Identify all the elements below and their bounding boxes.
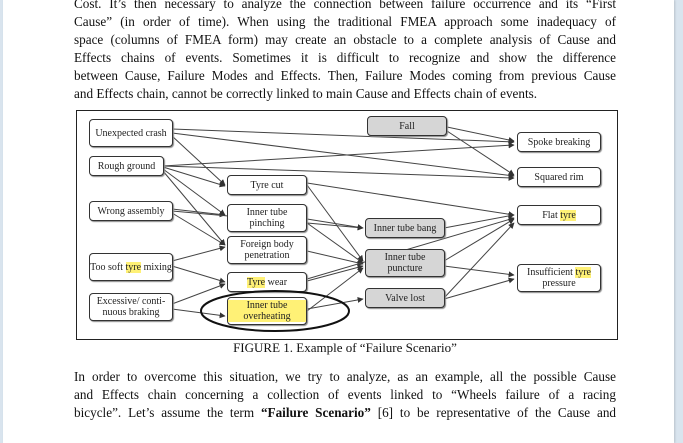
- text-line: In order to overcome this situation, we …: [74, 369, 616, 384]
- node-excessive-braking: Excessive/ conti- nuous braking: [89, 293, 173, 321]
- node-spoke-breaking: Spoke breaking: [517, 132, 601, 152]
- text-line: bicycle”. Let’s assume the term “Failure…: [74, 405, 617, 420]
- figure-caption: FIGURE 1. Example of “Failure Scenario”: [233, 340, 457, 355]
- node-squared-rim: Squared rim: [517, 167, 601, 187]
- node-rough-ground: Rough ground: [89, 156, 164, 176]
- node-valve-lost: Valve lost: [365, 288, 445, 308]
- node-unexpected-crash: Unexpected crash: [89, 119, 173, 147]
- text-line: Cost. It’s then necessary to analyze the…: [74, 0, 616, 11]
- text-line: Cause” (in order of time). When using th…: [74, 14, 616, 29]
- text-line: space (columns of FMEA form) may create …: [74, 32, 616, 47]
- annotation-ellipse: [200, 290, 350, 332]
- node-flat-tyre: Flat tyre: [517, 205, 601, 225]
- node-too-soft-tyre-mixing: Too soft tyre mixing: [89, 253, 173, 281]
- text-line: between Cause, Failure Modes and Effects…: [74, 68, 616, 83]
- node-fall: Fall: [367, 116, 447, 136]
- node-insufficient-tyre-pressure: Insufficient tyre pressure: [517, 264, 601, 292]
- arrow-connectors: [162, 126, 515, 319]
- text-line: Effects chains of events. Sometimes it i…: [74, 50, 616, 65]
- node-inner-tube-pinching: Inner tube pinching: [227, 204, 307, 232]
- node-tyre-cut: Tyre cut: [227, 175, 307, 195]
- node-inner-tube-bang: Inner tube bang: [365, 218, 445, 238]
- node-inner-tube-overheating: Inner tube overheating: [227, 297, 307, 325]
- paragraph-top: Cost. It’s then necessary to analyze the…: [74, 0, 616, 103]
- paragraph-bottom: In order to overcome this situation, we …: [74, 368, 616, 422]
- failure-scenario-figure: Unexpected crash Rough ground Wrong asse…: [76, 110, 618, 340]
- text-line: and Effects chain, cannot be correctly l…: [74, 86, 538, 101]
- node-foreign-body-penetration: Foreign body penetration: [227, 236, 307, 264]
- node-inner-tube-puncture: Inner tube puncture: [365, 249, 445, 277]
- node-wrong-assembly: Wrong assembly: [89, 201, 173, 221]
- text-line: and Effects chain concerning a collectio…: [74, 387, 616, 402]
- term-failure-scenario: “Failure Scenario”: [260, 405, 371, 420]
- document-page: Cost. It’s then necessary to analyze the…: [3, 0, 674, 443]
